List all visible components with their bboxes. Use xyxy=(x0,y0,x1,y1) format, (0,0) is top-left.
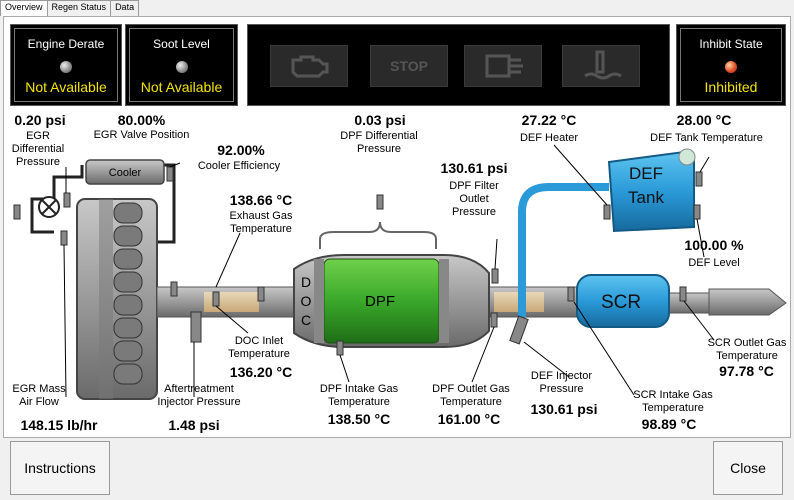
egr-left-pipe xyxy=(30,197,54,234)
cooler-efficiency-value: 92.00% xyxy=(217,142,265,158)
aftertreatment-injector-icon xyxy=(190,311,202,343)
instructions-button[interactable]: Instructions xyxy=(10,441,110,495)
def-injector-pressure-value: 130.61 psi xyxy=(530,401,598,417)
def-tank-temp-label: DEF Tank Temperature xyxy=(650,132,763,144)
close-button[interactable]: Close xyxy=(713,441,783,495)
def-heater-sensor-icon xyxy=(603,204,611,220)
soot-level-value: Not Available xyxy=(140,79,223,95)
scr-intake-gas-temp-value: 98.89 °C xyxy=(641,416,697,432)
doc-label-d: D xyxy=(301,274,311,290)
doc-label-c: C xyxy=(301,312,311,328)
aftertreatment-injector-pressure-value: 1.48 psi xyxy=(168,417,220,433)
def-heater-label: DEF Heater xyxy=(519,132,579,144)
cooler-efficiency-sensor-icon xyxy=(166,166,174,182)
scr-outlet-gas-temp-value: 97.78 °C xyxy=(719,363,774,379)
tab-bar: Overview Regen Status Data xyxy=(0,0,140,16)
stop-label: STOP xyxy=(390,58,428,74)
egr-cooler xyxy=(85,159,165,185)
egr-diff-pressure-sensor-icon xyxy=(13,204,21,220)
dpf-bracket xyxy=(319,221,437,249)
egr-valve-position-value: 80.00% xyxy=(117,112,166,128)
engine-derate-indicator-icon xyxy=(60,61,72,73)
def-level-value: 100.00 % xyxy=(684,237,744,253)
tab-data[interactable]: Data xyxy=(110,0,140,16)
egr-valve-position-label: EGR Valve Position xyxy=(93,129,190,141)
egr-mass-air-flow-sensor-icon xyxy=(60,230,68,246)
tab-overview[interactable]: Overview xyxy=(0,0,48,16)
scr-intake-temp-sensor-icon xyxy=(567,286,575,302)
tailpipe xyxy=(708,288,787,316)
tab-regen-status[interactable]: Regen Status xyxy=(46,0,112,16)
overview-panel: Engine Derate Not Available Soot Level N… xyxy=(3,16,791,438)
scr-label: SCR xyxy=(601,292,641,313)
doc-label-o: O xyxy=(301,293,312,309)
def-tank xyxy=(607,150,695,233)
def-level-label: DEF Level xyxy=(688,257,740,269)
engine-derate-value: Not Available xyxy=(25,79,107,95)
scr-outlet-temp-sensor-icon xyxy=(679,286,687,302)
dpf-outlet-temp-sensor-icon xyxy=(490,312,498,328)
def-level-sensor-icon xyxy=(693,204,701,220)
inhibit-state-lamp-box: Inhibit State Inhibited xyxy=(676,24,786,106)
dpf-label: DPF xyxy=(365,293,395,310)
exhaust-filter-icon xyxy=(464,45,542,87)
engine-derate-lamp-box: Engine Derate Not Available xyxy=(10,24,122,106)
leader-lines xyxy=(63,144,715,398)
engine-derate-title: Engine Derate xyxy=(27,37,105,51)
inhibit-state-indicator-icon xyxy=(725,61,737,73)
cooler-label: Cooler xyxy=(109,167,142,179)
inhibit-state-value: Inhibited xyxy=(704,79,758,95)
egr-loop-pipe xyxy=(52,163,176,244)
aftertreatment-diagram: Cooler DPF D O C DEF Tank SCR xyxy=(13,144,787,400)
dpf-outlet-gas-temp-value: 161.00 °C xyxy=(437,411,501,427)
egr-diff-pressure-value: 0.20 psi xyxy=(14,112,66,128)
doc-inlet-temp-value: 136.20 °C xyxy=(229,364,293,380)
def-heater-value: 27.22 °C xyxy=(521,112,577,128)
egr-valve-sensor-icon xyxy=(63,192,71,208)
stop-icon: STOP xyxy=(370,45,448,87)
def-tank-label-1: DEF xyxy=(629,164,663,183)
engine-cylinders xyxy=(113,202,143,385)
inhibit-state-title: Inhibit State xyxy=(699,37,763,51)
doc-inlet-temp-sensor-icon xyxy=(212,291,220,307)
soot-level-title: Soot Level xyxy=(153,37,210,51)
exhaust-gas-temp-value: 138.66 °C xyxy=(229,192,293,208)
def-line xyxy=(518,183,609,317)
soot-level-indicator-icon xyxy=(175,61,188,73)
def-tank-label-2: Tank xyxy=(628,188,664,207)
def-tank-temp-sensor-icon xyxy=(695,171,703,187)
exhaust-gas-temp-sensor-icon xyxy=(257,286,265,302)
def-tank-temp-value: 28.00 °C xyxy=(676,112,732,128)
def-injector-icon xyxy=(509,315,529,345)
warning-icons-panel: STOP xyxy=(247,24,670,106)
dpf-outlet-pressure-sensor-icon xyxy=(491,268,499,284)
engine-check-icon xyxy=(270,45,348,87)
dpf-intake-temp-sensor-icon xyxy=(336,340,344,356)
cooler-efficiency-label: Cooler Efficiency xyxy=(197,160,281,172)
dpf-diff-pressure-sensor-icon xyxy=(376,194,384,210)
exhaust-temp-sensor-icon xyxy=(170,281,178,297)
dpf-filter-outlet-pressure-value: 130.61 psi xyxy=(440,160,508,176)
high-exhaust-temp-icon xyxy=(562,45,640,87)
egr-mass-air-flow-value: 148.15 lb/hr xyxy=(20,417,98,433)
dpf-intake-gas-temp-value: 138.50 °C xyxy=(327,411,391,427)
soot-level-lamp-box: Soot Level Not Available xyxy=(125,24,238,106)
dpf-diff-pressure-value: 0.03 psi xyxy=(354,112,406,128)
scr-canister xyxy=(576,274,670,328)
